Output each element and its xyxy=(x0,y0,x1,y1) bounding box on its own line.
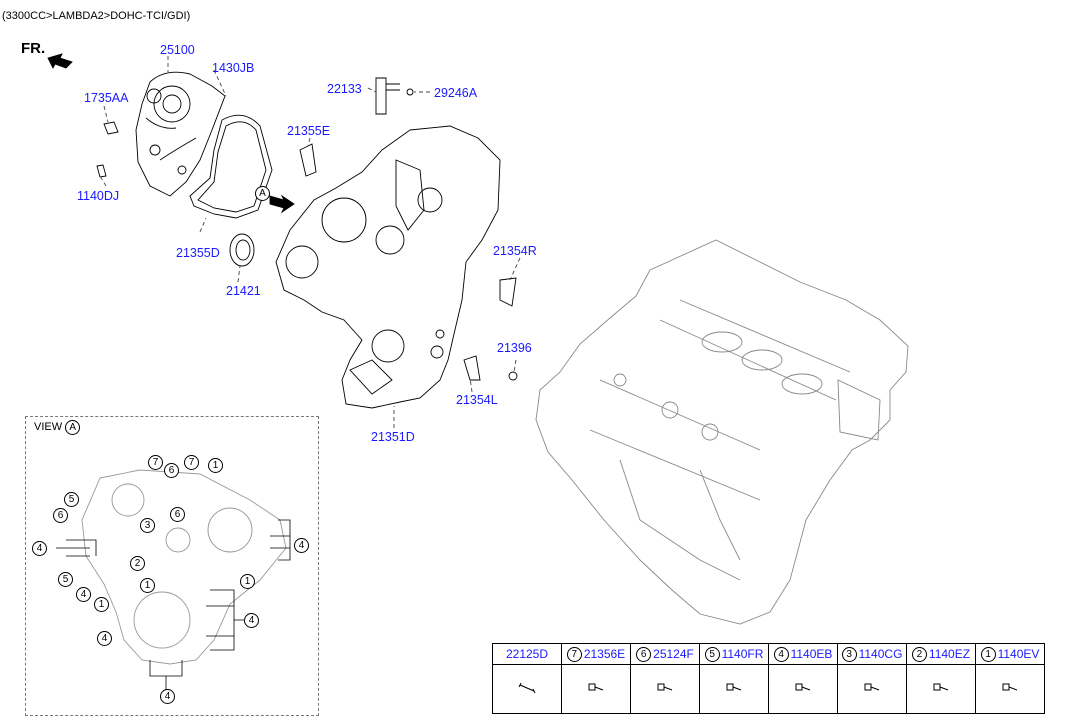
bolt-icon xyxy=(518,682,536,693)
gasket-drawing xyxy=(189,114,273,219)
view-callout: 6 xyxy=(164,463,179,478)
part-link-21355d[interactable]: 21355D xyxy=(176,246,220,260)
view-callout: 5 xyxy=(58,572,73,587)
legend-code[interactable]: 1140EB xyxy=(790,647,833,661)
legend-code[interactable]: 1140FR xyxy=(721,647,764,661)
legend-code[interactable]: 1140EZ xyxy=(928,647,971,661)
legend-bolt-image xyxy=(768,664,838,714)
part-link-21396[interactable]: 21396 xyxy=(497,341,532,355)
part-link-1735aa[interactable]: 1735AA xyxy=(84,91,129,105)
legend-num: 6 xyxy=(636,646,652,662)
legend-bolt-image xyxy=(630,664,700,714)
view-a-marker: A xyxy=(255,186,270,201)
view-callout: 4 xyxy=(160,689,175,704)
part-link-21351d[interactable]: 21351D xyxy=(371,430,415,444)
legend-num: 5 xyxy=(704,646,720,662)
legend-bolt-image xyxy=(906,664,976,714)
part-link-22133[interactable]: 22133 xyxy=(327,82,362,96)
view-callout: 1 xyxy=(94,597,109,612)
legend-bolt-image xyxy=(699,664,769,714)
front-arrow xyxy=(47,53,73,70)
legend-num: 1 xyxy=(980,646,996,662)
view-callout: 4 xyxy=(294,538,309,553)
part-link-29246a[interactable]: 29246A xyxy=(434,86,478,100)
part-link-21421[interactable]: 21421 xyxy=(226,284,261,298)
legend-image-row xyxy=(492,664,1045,714)
view-a-panel: VIEW A xyxy=(25,416,319,716)
legend-code[interactable]: 21356E xyxy=(583,647,626,661)
view-callout: 2 xyxy=(130,556,145,571)
view-callout: 4 xyxy=(32,541,47,556)
view-callout: 1 xyxy=(240,574,255,589)
engine-block-drawing xyxy=(535,239,909,625)
legend-bolt-image xyxy=(837,664,907,714)
part-link-1430jb[interactable]: 1430JB xyxy=(212,61,255,75)
legend-bolt-image xyxy=(561,664,631,714)
part-link-1140dj[interactable]: 1140DJ xyxy=(77,189,120,203)
front-label: FR. xyxy=(21,40,46,57)
view-title-text: VIEW xyxy=(34,421,63,433)
legend-num: 3 xyxy=(841,646,857,662)
legend-code[interactable]: 1140EV xyxy=(997,647,1040,661)
part-link-21354l[interactable]: 21354L xyxy=(456,393,498,407)
view-title-marker: A xyxy=(65,420,81,435)
view-callout: 1 xyxy=(140,578,155,593)
view-callout: 7 xyxy=(148,455,163,470)
view-callout: 7 xyxy=(184,455,199,470)
view-callout: 3 xyxy=(140,518,155,533)
bolt-icon xyxy=(933,683,949,690)
bolt-icon xyxy=(864,683,880,690)
model-path: (3300CC>LAMBDA2>DOHC-TCI/GDI) xyxy=(2,10,191,22)
view-callout: 5 xyxy=(64,492,79,507)
view-callout: 4 xyxy=(76,587,91,602)
part-link-25100[interactable]: 25100 xyxy=(160,43,195,57)
bolt-icon xyxy=(588,683,604,690)
view-callout: 1 xyxy=(208,458,223,473)
legend-code[interactable]: 22125D xyxy=(505,647,549,661)
legend-bolt-image xyxy=(492,664,562,714)
legend-code[interactable]: 25124F xyxy=(653,647,694,661)
legend-cell[interactable]: 22125D xyxy=(492,643,562,665)
bolt-icon xyxy=(795,683,811,690)
water-pump-drawing xyxy=(135,71,226,197)
timing-cover-drawing xyxy=(275,125,501,409)
part-link-21355e[interactable]: 21355E xyxy=(287,124,331,138)
legend-num: 2 xyxy=(911,646,927,662)
legend-code[interactable]: 1140CG xyxy=(858,647,903,661)
legend-bolt-image xyxy=(975,664,1045,714)
view-callout: 4 xyxy=(244,613,259,628)
view-callout: 6 xyxy=(170,507,185,522)
view-callout: 4 xyxy=(97,631,112,646)
view-callout: 6 xyxy=(53,508,68,523)
view-title: VIEW A xyxy=(34,420,81,435)
bolt-icon xyxy=(1002,683,1018,690)
legend-num: 4 xyxy=(773,646,789,662)
bolt-icon xyxy=(657,683,673,690)
part-link-21354r[interactable]: 21354R xyxy=(493,244,537,258)
bolt-icon xyxy=(726,683,742,690)
legend-num: 7 xyxy=(566,646,582,662)
